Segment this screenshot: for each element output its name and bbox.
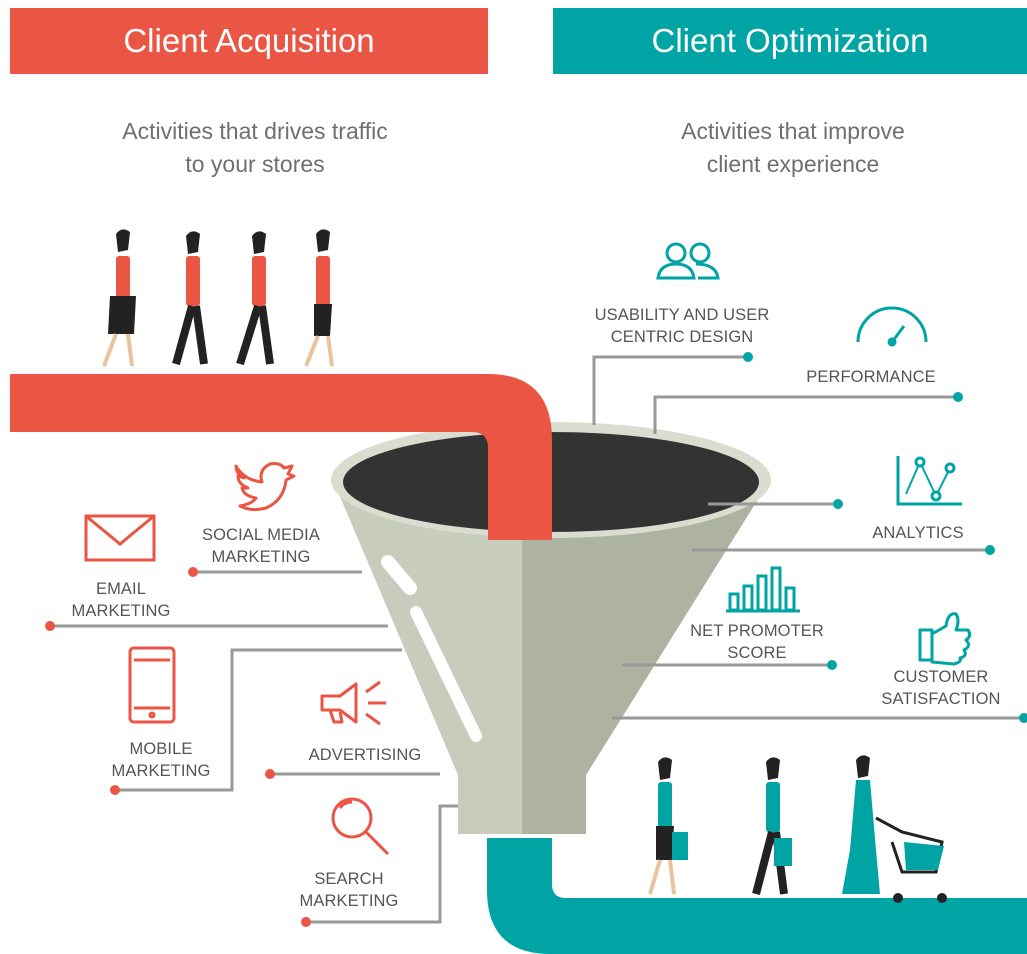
usability-label-line1: USABILITY AND USER [594,306,770,324]
mobile-marketing-label: MOBILE MARKETING [86,738,236,782]
search-label-line2: MARKETING [299,892,399,910]
line-chart-icon [896,456,962,506]
analytics-label-line1: ANALYTICS [872,524,964,542]
nps-label-line1: NET PROMOTER [690,622,824,640]
shopping-people-teal [648,755,947,903]
client-acquisition-banner: Client Acquisition [10,8,488,74]
satisfaction-label-line2: SATISFACTION [881,690,1001,708]
input-pipe [10,374,552,540]
email-marketing-label: EMAIL MARKETING [46,578,196,622]
performance-label: PERFORMANCE [786,366,956,388]
advertising-label: ADVERTISING [290,744,440,766]
walking-people-red [102,229,334,367]
users-icon [656,242,720,280]
twitter-bird-icon [234,462,296,512]
mobile-label-line2: MARKETING [111,762,211,780]
optimization-subtitle-line2: client experience [706,151,880,177]
mobile-label-line1: MOBILE [129,740,193,758]
magnifier-icon [331,797,390,856]
social-label-line2: MARKETING [211,548,311,566]
social-media-marketing-label: SOCIAL MEDIA MARKETING [186,524,336,568]
acquisition-subtitle-line1: Activities that drives traffic [122,118,388,144]
acquisition-subtitle-line2: to your stores [185,151,325,177]
advertising-label-line1: ADVERTISING [308,746,422,764]
email-label-line2: MARKETING [71,602,171,620]
performance-label-line1: PERFORMANCE [806,368,936,386]
search-label-line1: SEARCH [314,870,384,888]
acquisition-subtitle: Activities that drives traffic to your s… [60,115,450,181]
thumbs-up-icon [918,612,972,666]
customer-satisfaction-label: CUSTOMER SATISFACTION [866,666,1016,710]
satisfaction-label-line1: CUSTOMER [893,668,989,686]
optimization-subtitle: Activities that improve client experienc… [598,115,988,181]
usability-label-line2: CENTRIC DESIGN [610,328,754,346]
smartphone-icon [128,646,176,724]
social-label-line1: SOCIAL MEDIA [202,526,320,544]
megaphone-icon [320,680,386,726]
optimization-subtitle-line1: Activities that improve [681,118,905,144]
client-optimization-banner: Client Optimization [553,8,1027,74]
email-label-line1: EMAIL [95,580,147,598]
envelope-icon [84,514,156,562]
net-promoter-score-label: NET PROMOTER SCORE [672,620,842,664]
usability-label: USABILITY AND USER CENTRIC DESIGN [572,304,792,348]
bar-chart-icon [726,566,800,613]
search-marketing-label: SEARCH MARKETING [274,868,424,912]
output-pipe [487,838,1027,954]
speedometer-icon [856,306,928,347]
analytics-label: ANALYTICS [848,522,988,544]
nps-label-line2: SCORE [727,644,787,662]
